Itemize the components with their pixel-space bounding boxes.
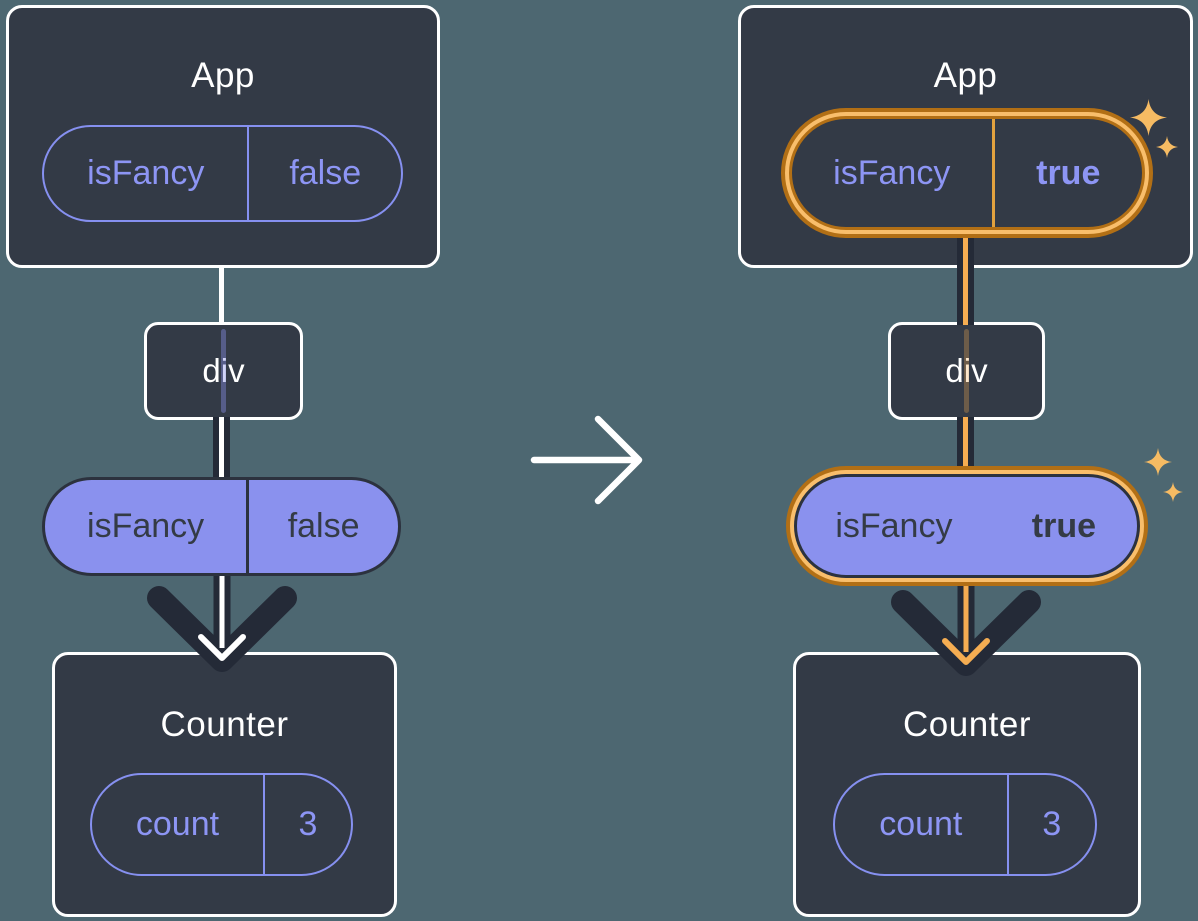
counter-title: Counter [160, 705, 289, 744]
prop-flow-arrow-before [147, 576, 297, 672]
prop-name: isFancy [87, 507, 205, 545]
sparkle-icon [1144, 448, 1172, 476]
prop-flow-arrow-after [891, 580, 1041, 676]
highlight-ring-passed-prop: isFancy true [786, 466, 1148, 586]
prop-flow-core [963, 236, 968, 325]
highlight-ring-app-prop: isFancy true [781, 108, 1153, 238]
prop-ghost-line [221, 329, 226, 413]
prop-flow-core [219, 417, 224, 479]
prop-flow-core [963, 417, 968, 479]
prop-flow-line-before [213, 417, 230, 479]
sparkle-icon [1156, 136, 1178, 158]
counter-title: Counter [902, 705, 1032, 744]
passed-prop-pill-after: isFancy true [794, 474, 1140, 578]
counter-state-pill-after: count 3 [833, 773, 1097, 876]
prop-ghost-line [964, 329, 969, 413]
prop-name: isFancy [87, 154, 205, 192]
prop-flow-line-after-1 [957, 236, 974, 325]
tree-edge-app-div-before [219, 266, 224, 325]
state-name: count [879, 805, 963, 843]
sparkle-icon [1163, 482, 1183, 502]
div-label: div [945, 352, 988, 389]
app-title: App [933, 56, 998, 95]
passed-prop-pill-before: isFancy false [42, 477, 401, 576]
transition-arrow-icon [530, 415, 643, 505]
state-value: 3 [1006, 775, 1095, 874]
div-node-card-after: div [888, 322, 1045, 420]
prop-value: false [246, 480, 398, 573]
prop-name: isFancy [835, 506, 953, 545]
prop-value: false [247, 127, 401, 220]
prop-flow-line-after-2 [957, 417, 974, 479]
prop-value: true [991, 119, 1143, 227]
prop-name: isFancy [833, 153, 951, 192]
app-title: App [191, 56, 255, 95]
app-prop-pill-before: isFancy false [42, 125, 403, 222]
div-label: div [202, 352, 245, 389]
state-name: count [135, 805, 220, 843]
div-node-card-before: div [144, 322, 303, 420]
sparkle-icon [1130, 99, 1167, 136]
prop-value: true [1031, 506, 1097, 545]
app-prop-pill-after: isFancy true [789, 116, 1145, 230]
counter-state-pill-before: count 3 [90, 773, 353, 876]
state-value: 3 [262, 775, 351, 874]
